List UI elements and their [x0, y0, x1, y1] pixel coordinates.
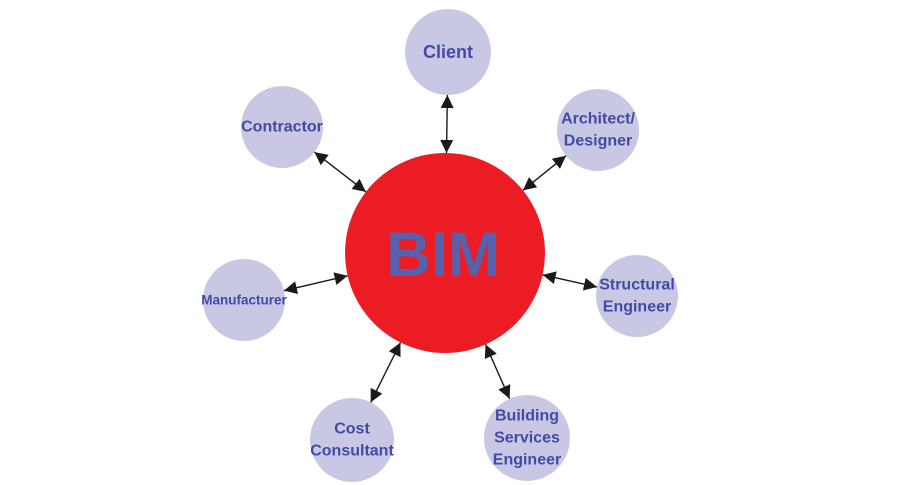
bim-center-circle [345, 153, 545, 353]
node-building-services-engineer-label-line: Engineer [493, 451, 561, 468]
connector-bim-architect-designer [522, 155, 567, 191]
arrowhead-toward-structural-engineer [582, 277, 597, 291]
connector-bim-cost-consultant [370, 342, 402, 403]
node-structural-engineer-label-line: Engineer [603, 298, 671, 315]
node-architect-designer-label-line: Designer [564, 132, 632, 149]
node-structural-engineer-circle [596, 255, 678, 337]
node-contractor: Contractor [241, 86, 323, 168]
arrowhead-toward-manufacturer [283, 281, 299, 295]
arrowhead-toward-bim [333, 272, 348, 286]
connector-bim-client [440, 94, 454, 154]
node-client: Client [405, 9, 491, 95]
node-architect-designer: Architect/Designer [557, 89, 639, 171]
node-cost-consultant-circle [310, 398, 394, 482]
node-contractor-circle [241, 86, 323, 168]
node-client-circle [405, 9, 491, 95]
connector-bim-building-services-engineer [484, 344, 511, 399]
arrowhead-toward-bim [522, 177, 538, 191]
arrowhead-toward-building-services-engineer [498, 384, 511, 399]
node-structural-engineer-label-line: Structural [599, 277, 675, 294]
node-cost-consultant-label-line: Consultant [310, 442, 394, 459]
arrowhead-toward-architect-designer [551, 155, 567, 169]
connector-bim-contractor [314, 151, 367, 193]
node-contractor-label-line: Contractor [241, 119, 323, 136]
arrowhead-toward-bim [440, 139, 454, 154]
arrowhead-toward-bim [484, 344, 497, 359]
node-architect-designer-label-line: Architect/ [561, 111, 635, 128]
connector-bim-manufacturer [283, 272, 348, 295]
arrowhead-toward-bim [351, 178, 366, 192]
node-architect-designer-circle [557, 89, 639, 171]
bim-center-label: BIM [386, 221, 500, 290]
connector-bim-structural-engineer [542, 271, 598, 291]
arrowhead-toward-bim [388, 342, 401, 358]
node-manufacturer-label-line: Manufacturer [201, 293, 287, 308]
node-building-services-engineer-label-line: Services [494, 430, 560, 447]
node-building-services-engineer-circle [484, 395, 570, 481]
arrowhead-toward-contractor [314, 152, 329, 166]
node-building-services-engineer-label-line: Building [495, 408, 559, 425]
arrowhead-toward-client [440, 94, 454, 109]
node-manufacturer: Manufacturer [201, 259, 288, 341]
arrowhead-toward-bim [542, 271, 557, 285]
arrowhead-toward-cost-consultant [370, 387, 383, 403]
node-cost-consultant-label-line: Cost [334, 421, 370, 438]
node-client-label-line: Client [423, 42, 473, 62]
node-manufacturer-circle [203, 259, 285, 341]
